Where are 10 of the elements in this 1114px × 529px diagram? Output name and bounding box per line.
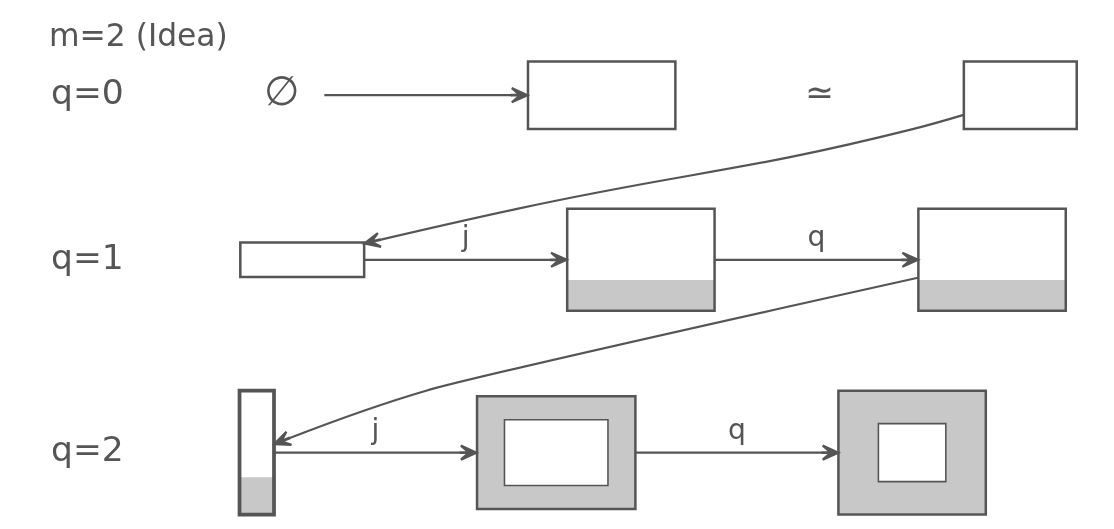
label: q=1	[51, 236, 124, 277]
label: ≃	[805, 71, 835, 112]
edge-label: q	[807, 220, 826, 254]
label: q=2	[51, 429, 124, 470]
node-text: ∅	[264, 67, 300, 116]
edge-label: j	[371, 413, 380, 447]
label: q=0	[51, 71, 124, 112]
diagram-title: m=2 (Idea)	[49, 16, 228, 53]
edge-label: q	[727, 413, 746, 447]
edge-label: j	[461, 220, 470, 254]
